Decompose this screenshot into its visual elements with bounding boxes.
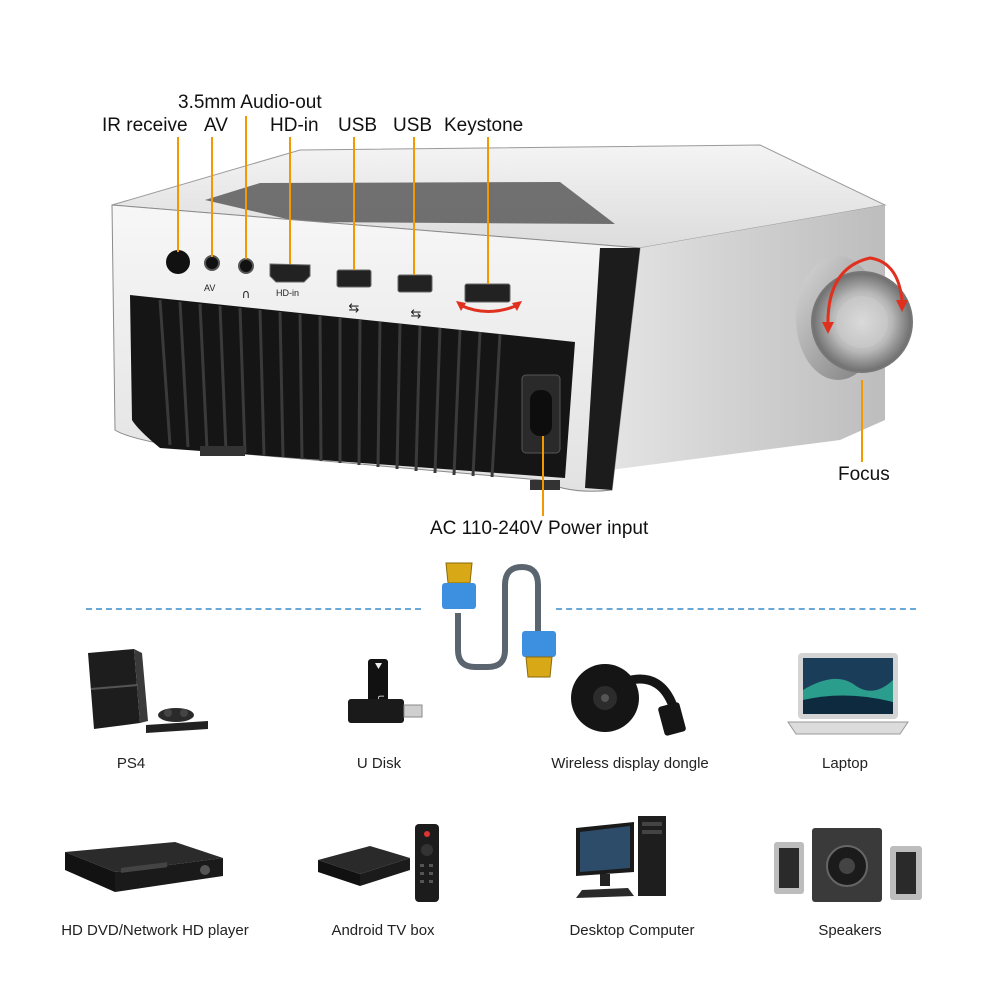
laptop-icon bbox=[787, 653, 909, 735]
leader-hd-in bbox=[289, 137, 291, 264]
device-label-ps4: PS4 bbox=[116, 755, 146, 772]
leader-keystone bbox=[487, 137, 489, 284]
svg-text:⇆: ⇆ bbox=[349, 301, 360, 316]
usb-drive-icon: USB bbox=[348, 659, 423, 723]
leader-focus bbox=[861, 380, 863, 462]
desktop-icon bbox=[576, 816, 666, 898]
speakers-icon bbox=[774, 828, 922, 902]
svg-text:⇆: ⇆ bbox=[411, 307, 422, 322]
tv-box-icon bbox=[318, 824, 439, 902]
dongle-icon bbox=[571, 664, 686, 736]
divider-right bbox=[556, 608, 916, 610]
callout-audio-out: 3.5mm Audio-out bbox=[178, 92, 322, 113]
leader-audio bbox=[245, 116, 247, 259]
leader-usb2 bbox=[413, 137, 415, 275]
hdmi-cable-icon bbox=[442, 562, 556, 678]
dvd-player-icon bbox=[65, 842, 223, 892]
leader-av bbox=[211, 137, 213, 257]
projector-illustration: ⇆ ⇆ ∩ bbox=[111, 144, 913, 492]
device-label-speakers: Speakers bbox=[818, 922, 882, 939]
callout-power: AC 110-240V Power input bbox=[430, 518, 649, 539]
device-label-laptop: Laptop bbox=[822, 755, 868, 772]
divider-left bbox=[86, 608, 421, 610]
callout-av: AV bbox=[204, 115, 228, 136]
device-label-wireless-dongle: Wireless display dongle bbox=[551, 755, 709, 772]
callout-ir-receive: IR receive bbox=[102, 115, 188, 136]
callout-hd-in: HD-in bbox=[270, 115, 319, 136]
callout-usb-1: USB bbox=[338, 115, 378, 136]
av-port-mark: AV bbox=[204, 283, 216, 293]
leader-power bbox=[542, 436, 544, 516]
hd-in-port-mark: HD-in bbox=[276, 288, 300, 298]
device-label-dvd-player: HD DVD/Network HD player bbox=[61, 922, 249, 939]
device-label-android-tv-box: Android TV box bbox=[331, 922, 435, 939]
leader-ir bbox=[177, 137, 179, 252]
ps4-icon bbox=[88, 649, 208, 733]
device-label-u-disk: U Disk bbox=[356, 755, 402, 772]
callout-focus: Focus bbox=[838, 464, 890, 485]
leader-usb1 bbox=[353, 137, 355, 270]
svg-text:∩: ∩ bbox=[242, 287, 251, 301]
callout-usb-2: USB bbox=[393, 115, 433, 136]
callout-keystone: Keystone bbox=[444, 115, 524, 136]
device-label-desktop-computer: Desktop Computer bbox=[569, 922, 695, 939]
